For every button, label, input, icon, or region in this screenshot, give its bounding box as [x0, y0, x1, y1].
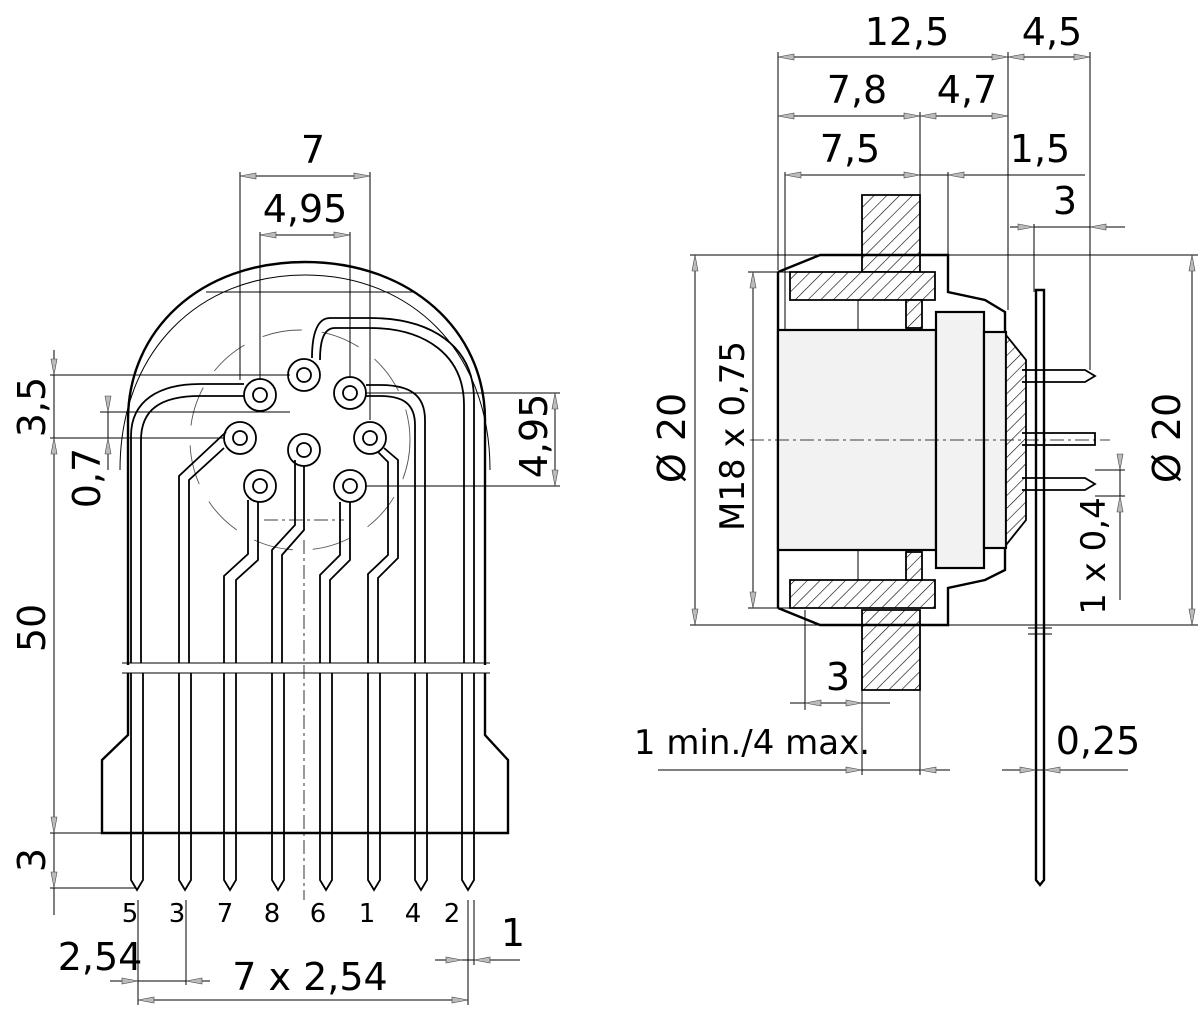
- side-dimension-lines: [658, 52, 1198, 775]
- dim-7: 7: [301, 128, 325, 172]
- panel-bottom: [861, 609, 921, 691]
- panel-top: [861, 194, 921, 273]
- pin-label-7: 7: [217, 899, 234, 929]
- dim-3-5: 3,5: [10, 377, 54, 437]
- pin-label-6: 6: [310, 899, 327, 929]
- seal-top: [905, 299, 923, 329]
- contact-pattern: [189, 329, 411, 551]
- dim-3-bottom: 3: [826, 655, 850, 699]
- dim-4-95-top: 4,95: [263, 187, 348, 231]
- dim-pin-size: 1 x 0,4: [1074, 497, 1114, 614]
- dim-12-5: 12,5: [865, 10, 950, 54]
- dim-0-25: 0,25: [1056, 719, 1141, 763]
- front-dimension-lines: [50, 172, 560, 1005]
- side-pins: [1022, 369, 1097, 491]
- dim-diameter-20-left: Ø 20: [650, 393, 694, 483]
- dim-2-54: 2,54: [58, 935, 143, 979]
- dim-1: 1: [501, 911, 525, 955]
- pin-label-3: 3: [169, 899, 186, 929]
- dim-7-5: 7,5: [820, 127, 880, 171]
- dim-4-5: 4,5: [1022, 10, 1082, 54]
- pin-label-1: 1: [359, 899, 376, 929]
- potting: [1005, 332, 1027, 548]
- dim-1-5: 1,5: [1010, 127, 1070, 171]
- dim-7-8: 7,8: [827, 68, 887, 112]
- dim-4-95-side: 4,95: [512, 394, 556, 479]
- dim-4-7: 4,7: [937, 68, 997, 112]
- pin-label-4: 4: [405, 899, 422, 929]
- front-view: 7 4,95 3,5 0,7 4,95 50 3 2,54 7 x 2,54 1…: [10, 128, 560, 1005]
- dim-0-7: 0,7: [65, 448, 109, 508]
- side-view: 12,5 4,5 7,8 4,7 7,5 1,5 3 Ø 20 M18 x 0,…: [634, 10, 1198, 887]
- pin-label-8: 8: [264, 899, 281, 929]
- pcb-pins: [130, 673, 475, 892]
- dim-7x2-54: 7 x 2,54: [232, 955, 387, 999]
- nut-bottom: [789, 579, 936, 609]
- housing-inner-arc: [119, 274, 491, 471]
- pin-label-5: 5: [122, 899, 139, 929]
- pin-label-2: 2: [444, 899, 461, 929]
- dim-50: 50: [10, 604, 54, 652]
- lower-body: [100, 673, 510, 835]
- dim-diameter-20-right: Ø 20: [1145, 393, 1189, 483]
- dim-3: 3: [10, 848, 54, 872]
- seal-bottom: [905, 551, 923, 581]
- housing-outline: [126, 260, 487, 665]
- pcb-board: [1034, 288, 1046, 887]
- dim-panel-thickness: 1 min./4 max.: [634, 723, 870, 763]
- pin-number-labels: 5 3 7 8 6 1 4 2: [122, 899, 461, 929]
- dim-3-top: 3: [1053, 179, 1077, 223]
- nut-top: [789, 271, 936, 301]
- pcb-traces: [130, 317, 475, 663]
- dim-thread-m18: M18 x 0,75: [713, 341, 753, 531]
